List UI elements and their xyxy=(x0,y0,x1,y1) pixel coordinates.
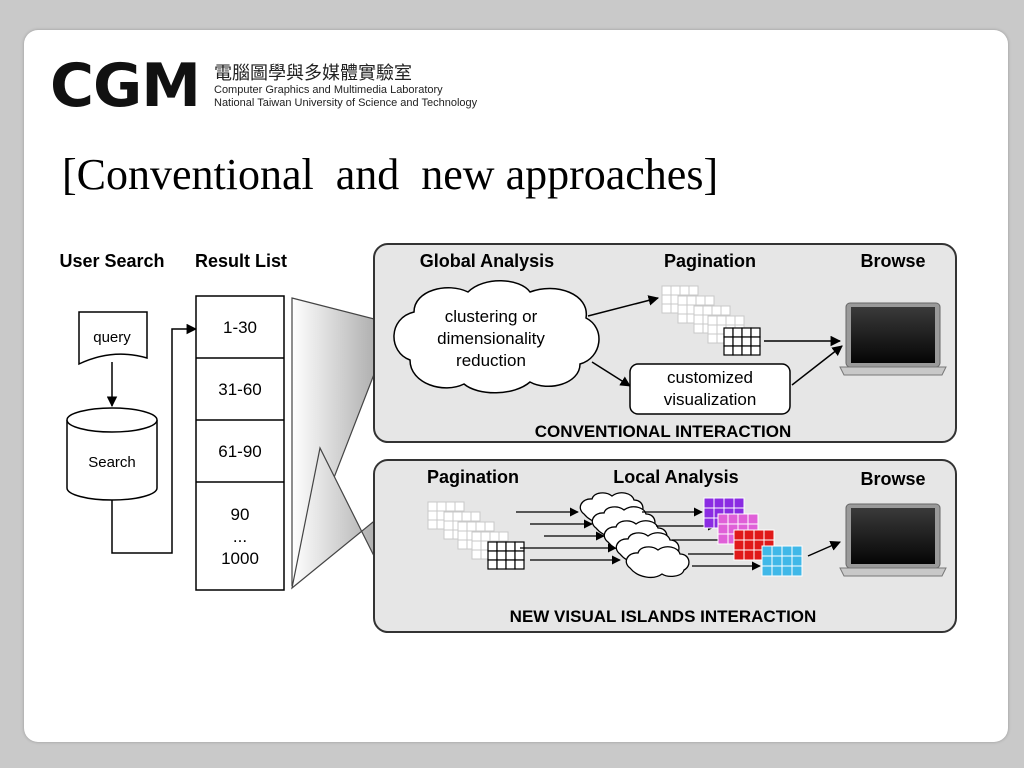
cloud-line1: clustering or xyxy=(445,307,538,326)
search-database-top xyxy=(66,407,158,433)
lab-name-english-line2: National Taiwan University of Science an… xyxy=(214,97,478,109)
conventional-page-grids xyxy=(661,285,761,356)
custom-line1: customized xyxy=(667,368,753,387)
page-grid xyxy=(487,541,525,570)
conventional-footer: CONVENTIONAL INTERACTION xyxy=(535,422,792,441)
islands-browse-label: Browse xyxy=(860,469,925,489)
search-label: Search xyxy=(88,454,136,471)
result-list-items: 1-30 31-60 61-90 90... 1000 xyxy=(218,318,261,568)
islands-page-grids xyxy=(427,501,525,570)
island-grid-cyan xyxy=(761,545,803,577)
local-analysis-clouds xyxy=(579,492,690,579)
cloud-to-pagination-arrow xyxy=(587,295,660,317)
result-range-text: 90 xyxy=(231,505,250,524)
result-range-text: 1000 xyxy=(221,549,259,568)
result-range-text: 1-30 xyxy=(223,318,257,337)
pages-to-clouds-arrows xyxy=(516,507,621,565)
colored-island-grids xyxy=(703,497,803,577)
result-list-label: Result List xyxy=(195,251,287,271)
result-range-text: ... xyxy=(233,527,247,546)
cloud-line3: reduction xyxy=(456,351,526,370)
customized-visualization-box xyxy=(629,363,791,415)
global-analysis-label: Global Analysis xyxy=(420,251,554,271)
cgm-logo: CGM xyxy=(50,51,201,121)
analysis-cloud-icon xyxy=(625,546,690,579)
slide-title: [Conventional and new approaches] xyxy=(62,150,719,199)
conventional-pagination-label: Pagination xyxy=(664,251,756,271)
laptop-icon xyxy=(839,503,947,577)
lab-name: 電腦圖學與多媒體實驗室 Computer Graphics and Multim… xyxy=(214,64,477,110)
custom-to-browse-arrow xyxy=(791,345,843,386)
result-range-text: 31-60 xyxy=(218,380,261,399)
page-grid xyxy=(723,327,761,356)
query-label: query xyxy=(93,329,131,346)
cloud-line2: dimensionality xyxy=(437,329,545,348)
search-to-results-arrow xyxy=(111,323,198,554)
result-range-text: 61-90 xyxy=(218,442,261,461)
laptop-icon xyxy=(839,302,947,376)
result-list-box xyxy=(195,295,285,591)
lab-name-english-line1: Computer Graphics and Multimedia Laborat… xyxy=(214,84,443,96)
islands-pagination-label: Pagination xyxy=(427,467,519,487)
user-search-label: User Search xyxy=(59,251,164,271)
local-analysis-label: Local Analysis xyxy=(613,467,738,487)
conventional-browse-label: Browse xyxy=(860,251,925,271)
clustering-cloud xyxy=(393,280,600,394)
lab-name-chinese: 電腦圖學與多媒體實驗室 xyxy=(214,63,412,84)
cloud-to-custom-arrow xyxy=(591,361,631,387)
custom-line2: visualization xyxy=(664,390,757,409)
visual-islands-footer: NEW VISUAL ISLANDS INTERACTION xyxy=(510,607,817,626)
islands-to-browse-arrow xyxy=(807,540,841,557)
query-document-icon xyxy=(78,311,148,366)
